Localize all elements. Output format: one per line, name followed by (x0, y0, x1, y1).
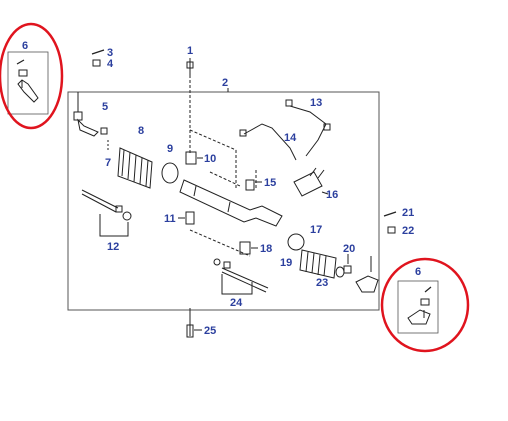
callout-16: 16 (326, 189, 338, 201)
part-8-boot (117, 147, 153, 189)
callout-6-right: 6 (415, 266, 421, 278)
callout-2: 2 (222, 77, 228, 89)
part-24-inner-tie-rod (213, 258, 269, 295)
part-13-14-pipes (239, 99, 331, 161)
assembly-guides (189, 129, 257, 257)
right-tie-rod-end-inset (397, 280, 439, 334)
callout-25: 25 (204, 325, 216, 337)
part-1-bolt (186, 58, 194, 155)
callout-4: 4 (107, 58, 114, 70)
callout-3: 3 (107, 47, 113, 59)
part-12-inner-tie-rod (81, 189, 132, 237)
callout-14: 14 (284, 132, 297, 144)
part-25-bolt (186, 308, 202, 338)
callout-22: 22 (402, 225, 414, 237)
assembly-frame (67, 91, 380, 311)
callout-17: 17 (310, 224, 322, 236)
callout-21: 21 (402, 207, 414, 219)
highlight-circle-right (380, 257, 470, 353)
callout-8: 8 (138, 125, 144, 137)
callout-13: 13 (310, 97, 322, 109)
part-9-clamp (161, 162, 179, 184)
callout-24: 24 (230, 297, 243, 309)
callout-10: 10 (204, 153, 216, 165)
callout-11: 11 (164, 213, 176, 225)
part-16-valve (293, 167, 325, 197)
rack-housing (179, 171, 283, 227)
callout-9: 9 (167, 143, 173, 155)
callout-20: 20 (343, 243, 355, 255)
left-tie-rod-end-inset (7, 51, 49, 115)
part-19-boot (299, 249, 337, 279)
callout-15: 15 (264, 177, 276, 189)
callout-5: 5 (102, 101, 108, 113)
callout-12: 12 (107, 241, 119, 253)
tie-rod-end-left (73, 92, 99, 137)
callout-1: 1 (187, 45, 193, 57)
tie-rod-end-right (355, 256, 379, 293)
callout-7: 7 (105, 157, 111, 169)
callout-18: 18 (260, 243, 272, 255)
callout-19: 19 (280, 257, 292, 269)
callout-23: 23 (316, 277, 328, 289)
highlight-circle-left (0, 22, 64, 130)
part-3-4-pin-nut (91, 49, 105, 67)
callout-6-left: 6 (22, 40, 28, 52)
